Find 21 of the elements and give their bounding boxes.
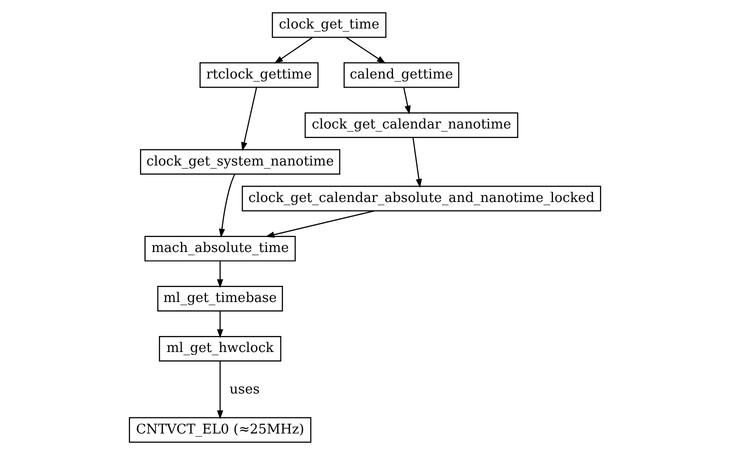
arrow: [218, 174, 235, 238]
node-box: ml_get_hwclock: [158, 336, 281, 362]
arrow: [264, 210, 374, 238]
arrow: [216, 261, 223, 288]
arrow: [240, 88, 257, 152]
node-box: clock_get_system_nanotime: [140, 149, 340, 175]
node-box: clock_get_time: [271, 12, 386, 38]
node-box: clock_get_calendar_nanotime: [304, 112, 518, 138]
node-box: clock_get_calendar_absolute_and_nanotime_locked: [241, 186, 601, 212]
arrow: [402, 88, 410, 115]
node-box: CNTVCT_EL0 (≈25MHz): [128, 417, 311, 443]
arrow: [274, 37, 312, 64]
arrow: [216, 311, 223, 338]
node-box: rtclock_gettime: [199, 62, 318, 88]
edge-label: uses: [229, 382, 260, 398]
node-box: ml_get_timebase: [156, 286, 282, 312]
node-box: mach_absolute_time: [144, 236, 296, 262]
node-box: calend_gettime: [343, 62, 459, 88]
arrow: [216, 361, 223, 420]
arrow: [412, 137, 422, 188]
arrow: [345, 37, 386, 64]
